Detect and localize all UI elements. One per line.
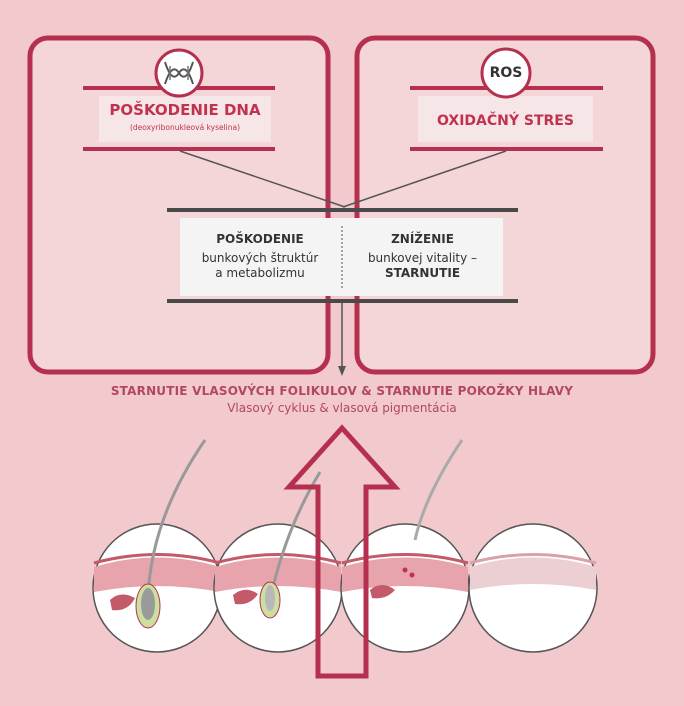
center-left-title: POŠKODENIE bbox=[216, 232, 304, 246]
center-left-line2: a metabolizmu bbox=[215, 266, 305, 280]
dna-damage-sublabel: (deoxyribonukleová kyselina) bbox=[129, 123, 241, 132]
hair-follicle-stage-1 bbox=[92, 439, 222, 653]
center-right-line2: STARNUTIE bbox=[384, 266, 461, 280]
center-right-line1: bunkovej vitality – bbox=[367, 251, 478, 265]
center-right-title: ZNÍŽENIE bbox=[391, 232, 454, 246]
dna-damage-label: POŠKODENIE DNA bbox=[109, 101, 261, 119]
big-up-arrow bbox=[283, 424, 401, 679]
ros-label-box bbox=[418, 96, 593, 142]
ros-icon-label: ROS bbox=[489, 65, 523, 81]
center-left-line1: bunkových štruktúr bbox=[201, 251, 319, 265]
result-subtitle: Vlasový cyklus & vlasová pigmentácia bbox=[227, 401, 457, 415]
ros-icon bbox=[480, 47, 532, 99]
hair-follicle-stage-4 bbox=[468, 523, 598, 653]
hair-follicle-stage-3 bbox=[340, 439, 470, 653]
connector-left bbox=[179, 150, 346, 208]
dna-label-box bbox=[99, 96, 271, 142]
dna-icon bbox=[154, 48, 204, 98]
down-arrow-head bbox=[338, 366, 346, 376]
hair-follicle-stage-2 bbox=[213, 471, 343, 653]
result-title: STARNUTIE VLASOVÝCH FOLIKULOV & STARNUTI… bbox=[110, 384, 574, 398]
connector-right bbox=[342, 150, 507, 208]
oxidative-stress-label: OXIDAČNÝ STRES bbox=[437, 113, 574, 129]
